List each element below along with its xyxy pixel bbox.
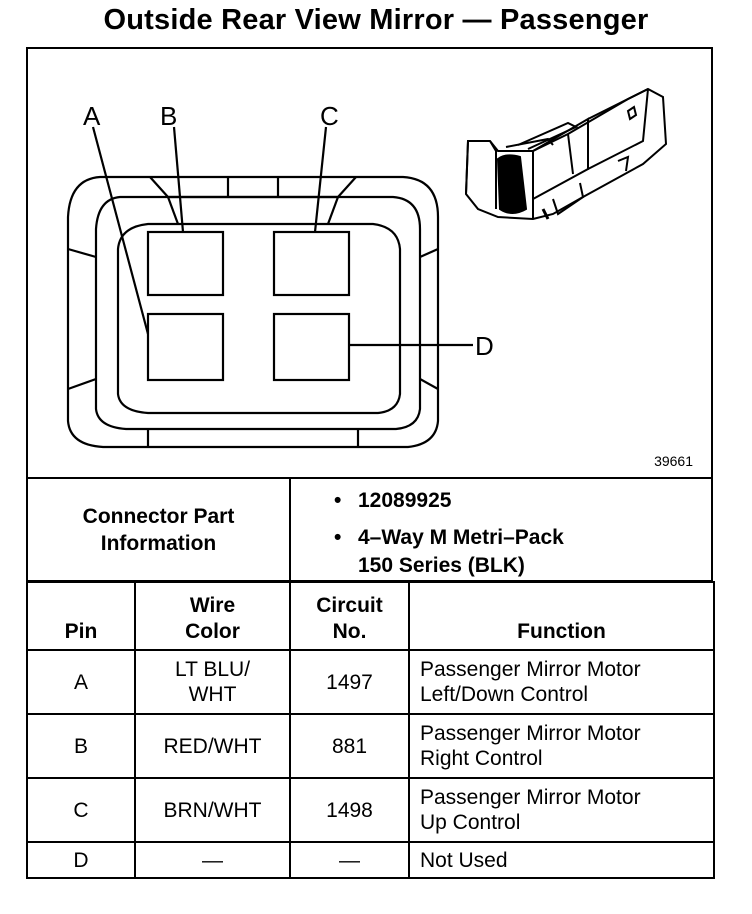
leader-a <box>91 126 150 335</box>
pin-cell: B <box>26 713 136 779</box>
pin-label-b: B <box>160 101 178 131</box>
connector-info-label: Connector Part Information <box>28 479 291 580</box>
function-cell: Not Used <box>408 841 715 879</box>
connector-info-list: •12089925 •4–Way M Metri–Pack 150 Series… <box>334 487 564 580</box>
circuit-cell: 881 <box>289 713 410 779</box>
header-function: Function <box>408 581 715 651</box>
pin-cell: A <box>26 649 136 715</box>
pin-cell: D <box>26 841 136 879</box>
leader-b <box>172 126 185 233</box>
connector-info-label-line2: Information <box>100 531 217 555</box>
leader-c <box>313 126 328 233</box>
connector-3d-view <box>464 87 668 221</box>
pin-cavity-d <box>272 312 351 382</box>
figure-id: 39661 <box>654 453 693 469</box>
connector-face-drawing <box>66 87 668 449</box>
header-pin: Pin <box>26 581 136 651</box>
connector-diagram: A B C D 39661 <box>26 47 713 479</box>
connector-latch <box>149 176 357 199</box>
connector-part-number: •12089925 <box>334 489 452 512</box>
circuit-cell: 1498 <box>289 777 410 843</box>
pin-cavity-b <box>146 230 225 297</box>
circuit-cell: 1497 <box>289 649 410 715</box>
connector-inner-ring <box>94 195 422 431</box>
pin-label-a: A <box>83 101 101 131</box>
table-row: D — — Not Used <box>26 841 715 879</box>
wire-color-cell: BRN/WHT <box>134 777 291 843</box>
connector-info-label-line1: Connector Part <box>82 504 235 528</box>
pin-cell: C <box>26 777 136 843</box>
connector-series: 150 Series (BLK) <box>358 554 525 577</box>
circuit-cell: — <box>289 841 410 879</box>
wire-color-cell: RED/WHT <box>134 713 291 779</box>
pin-label-d: D <box>475 331 494 361</box>
pin-cavity-c <box>272 230 351 297</box>
wire-color-cell: — <box>134 841 291 879</box>
connector-type: •4–Way M Metri–Pack <box>334 526 564 549</box>
page-title: Outside Rear View Mirror — Passenger <box>103 4 649 36</box>
pin-label-c: C <box>320 101 339 131</box>
pin-cavity-a <box>146 312 225 382</box>
wire-color-cell: LT BLU/WHT <box>134 649 291 715</box>
connector-info-box: Connector Part Information •12089925 •4–… <box>26 479 713 582</box>
connector-inner-cavity <box>116 222 402 415</box>
connector-outer-shell <box>66 175 440 449</box>
table-row: A LT BLU/WHT 1497 Passenger Mirror Motor… <box>26 649 715 715</box>
